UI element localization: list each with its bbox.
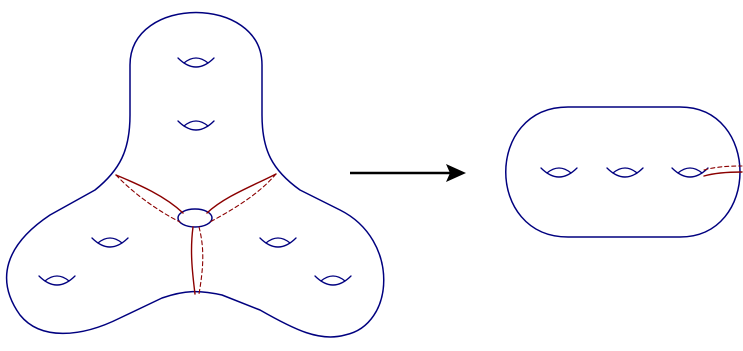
handle-right-2 <box>314 275 352 286</box>
handle-left-2 <box>38 275 76 286</box>
handle-top-1 <box>177 57 215 68</box>
right-surface-outline <box>505 106 741 238</box>
left-surface <box>5 11 385 338</box>
cut-curve-left <box>115 174 184 223</box>
right-surface <box>505 106 743 238</box>
right-cut-curve <box>703 165 743 177</box>
right-handle-2 <box>606 167 644 178</box>
handle-right-1 <box>259 237 297 248</box>
central-boundary <box>177 208 213 228</box>
right-arrow-icon <box>350 164 466 182</box>
cut-curve-bottom <box>190 226 204 295</box>
left-surface-outline <box>5 11 385 338</box>
handle-left-1 <box>91 237 129 248</box>
cut-curve-right <box>206 173 277 223</box>
right-handle-1 <box>540 167 578 178</box>
right-handle-3 <box>671 167 709 178</box>
handle-top-2 <box>177 120 215 131</box>
